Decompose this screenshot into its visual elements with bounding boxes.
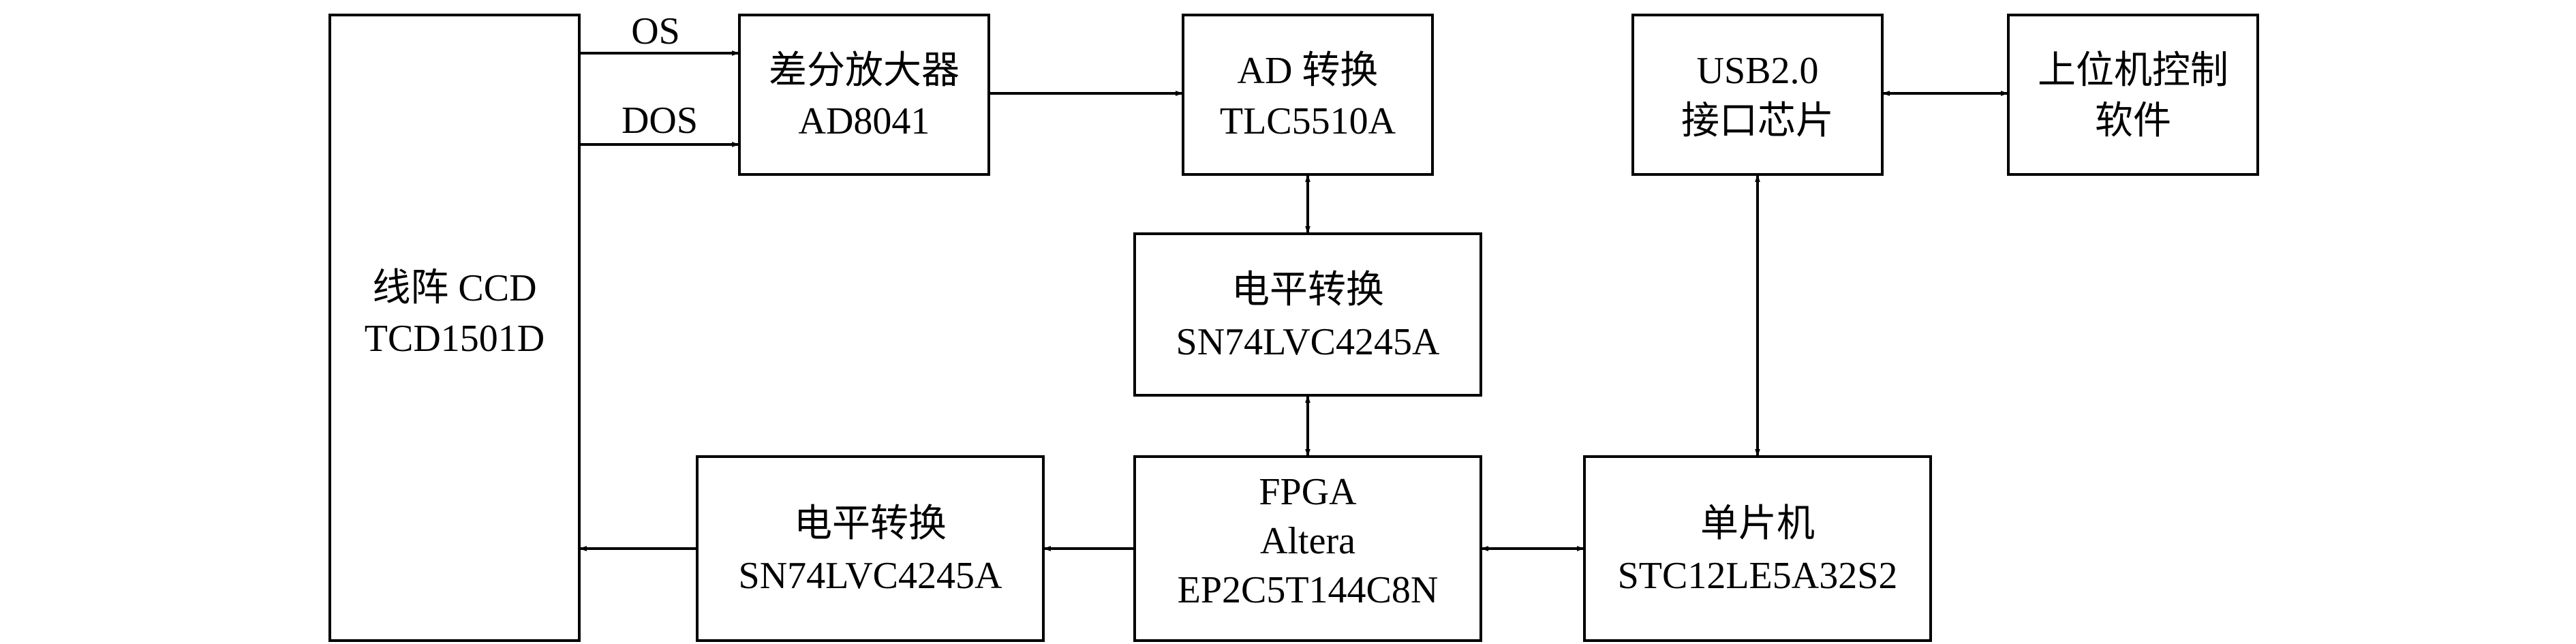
ccd-box (328, 14, 581, 642)
adc-box (1182, 14, 1434, 176)
os-signal-label: OS (631, 10, 680, 52)
level-shifter-bottom-box (696, 455, 1045, 642)
mcu-box (1583, 455, 1932, 642)
fpga-label-line3: EP2C5T144C8N (1178, 569, 1439, 611)
level-shifter-top-line1: 电平转换 (1231, 269, 1384, 311)
fpga-box (1133, 455, 1482, 642)
level-shifter-bottom-line2: SN74LVC4245A (739, 555, 1002, 597)
mcu-label-line1: 单片机 (1700, 503, 1815, 545)
amp-box (738, 14, 990, 176)
fpga-label-line1: FPGA (1259, 471, 1357, 513)
usb-label-line1: USB2.0 (1697, 50, 1819, 92)
amp-label-line2: AD8041 (799, 100, 930, 142)
usb-box (1631, 14, 1884, 176)
mcu-label-line2: STC12LE5A32S2 (1618, 555, 1898, 597)
host-label-line2: 软件 (2095, 100, 2171, 142)
host-box (2007, 14, 2259, 176)
level-shifter-top-block: 电平转换 SN74LVC4245A (1133, 232, 1482, 397)
ccd-label-line1: 线阵 CCD (372, 267, 536, 309)
dos-signal-label: DOS (622, 99, 698, 142)
usb-block: USB2.0 接口芯片 (1631, 14, 1884, 176)
mcu-block: 单片机 STC12LE5A32S2 (1583, 455, 1932, 642)
level-shifter-bottom-block: 电平转换 SN74LVC4245A (696, 455, 1045, 642)
ccd-label-line2: TCD1501D (365, 318, 545, 360)
level-shifter-bottom-line1: 电平转换 (794, 503, 947, 545)
amp-block: 差分放大器 AD8041 (738, 14, 990, 176)
host-label-line1: 上位机控制 (2038, 50, 2228, 92)
adc-block: AD 转换 TLC5510A (1182, 14, 1434, 176)
usb-label-line2: 接口芯片 (1681, 100, 1834, 142)
ccd-block: 线阵 CCD TCD1501D (328, 14, 581, 642)
adc-label-line2: TLC5510A (1220, 100, 1396, 142)
adc-label-line1: AD 转换 (1238, 50, 1379, 92)
level-shifter-top-line2: SN74LVC4245A (1176, 321, 1440, 363)
amp-label-line1: 差分放大器 (769, 50, 960, 92)
host-block: 上位机控制 软件 (2007, 14, 2259, 176)
fpga-block: FPGA Altera EP2C5T144C8N (1133, 455, 1482, 642)
fpga-label-line2: Altera (1260, 520, 1355, 562)
level-shifter-top-box (1133, 232, 1482, 397)
